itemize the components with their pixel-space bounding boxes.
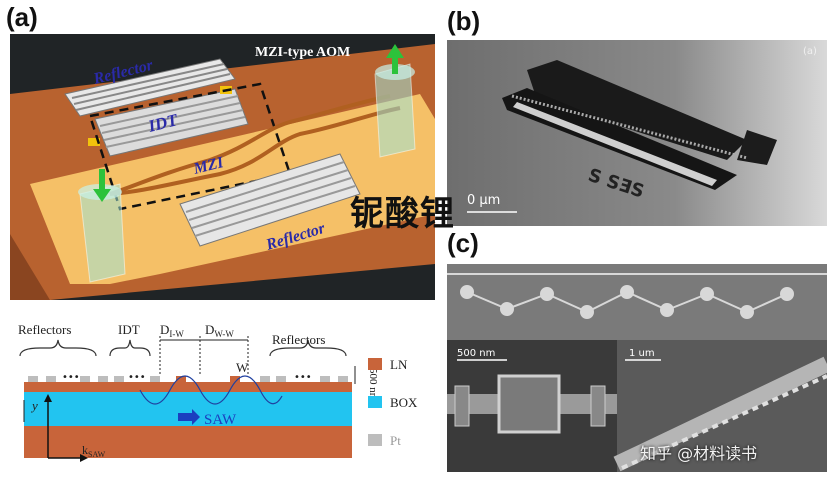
label-saw: SAW — [204, 412, 237, 428]
watermark-text: 铌酸锂 — [350, 194, 455, 234]
legend: LN BOX Pt — [368, 357, 418, 448]
legend-swatch-ln — [368, 358, 382, 370]
legend-swatch-box — [368, 396, 382, 408]
label-thickness: 500 nm — [367, 368, 379, 402]
sem-image-b: (a) S SƎS 0 µm — [447, 40, 827, 226]
waveguide-arm-2 — [109, 106, 401, 196]
device-3d-illustration: MZI-type AOM Reflector IDT MZI Reflector — [10, 34, 435, 300]
sem-c-scale-right: 1 um — [629, 348, 655, 359]
legend-label-pt: Pt — [390, 433, 401, 448]
device-title: MZI-type AOM — [255, 45, 350, 60]
output-light-cone — [374, 44, 416, 158]
legend-label-ln: LN — [390, 357, 408, 372]
idt-electrodes — [94, 88, 249, 157]
label-idt-cs: IDT — [118, 322, 140, 337]
legend-label-box: BOX — [390, 395, 418, 410]
saw-wave — [139, 375, 283, 405]
photonic-pattern — [447, 273, 827, 319]
mzi-dashed-region — [88, 82, 292, 211]
label-y: y — [30, 398, 38, 413]
sem-image-c: 500 nm 1 um — [447, 264, 827, 472]
input-light-cone — [78, 169, 126, 283]
dots-left: ••• — [62, 372, 80, 383]
credit-text: 知乎 @材料读书 — [640, 444, 758, 463]
panel-c-letter: (c) — [447, 228, 479, 258]
sem-b-corner-label: (a) — [803, 46, 817, 57]
substrate-layer — [24, 426, 352, 458]
label-d-iw: DI-W — [160, 322, 184, 339]
saw-arrow-icon — [178, 409, 200, 425]
label-k-saw: kSAW — [82, 443, 106, 459]
reflector-top-electrodes — [64, 58, 236, 117]
waveguide-arm-1 — [109, 94, 391, 196]
panel-a-letter: (a) — [6, 2, 38, 32]
brace-reflectors-left — [19, 339, 97, 357]
reflector-bottom-electrodes — [179, 153, 361, 247]
cross-section-schematic: Reflectors IDT DI-W DW-W Reflectors W ••… — [18, 322, 418, 462]
brace-reflectors-right — [269, 339, 347, 357]
sem-b-scale-label: 0 µm — [467, 193, 500, 208]
brace-idt — [109, 339, 151, 357]
panel-b-letter: (b) — [447, 6, 481, 36]
label-reflectors-right: Reflectors — [272, 332, 325, 347]
legend-swatch-pt — [368, 434, 382, 446]
pt-electrodes — [28, 376, 348, 382]
ln-layer — [24, 382, 352, 392]
sem-c-scale-left: 500 nm — [457, 348, 495, 359]
label-w: W — [236, 360, 249, 375]
label-reflectors-left: Reflectors — [18, 322, 71, 337]
label-d-ww: DW-W — [205, 322, 234, 339]
dots-idt: ••• — [128, 372, 146, 383]
dots-right: ••• — [294, 372, 312, 383]
